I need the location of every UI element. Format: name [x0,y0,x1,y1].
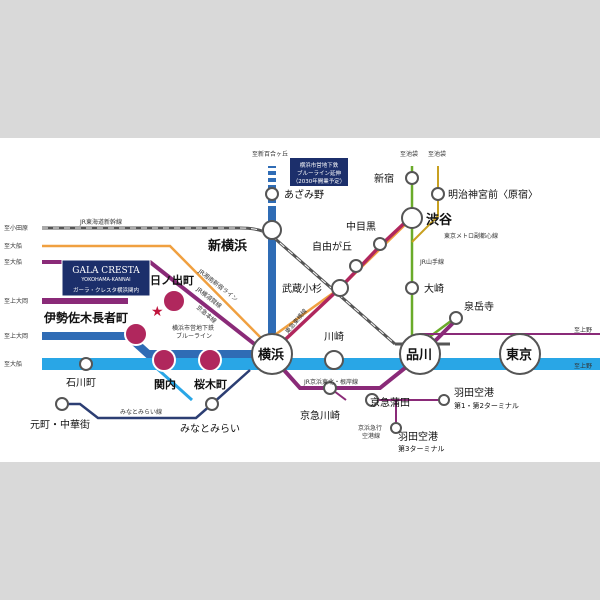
line-label-keikyu-airport1: 京浜急行 [358,424,382,432]
station-sakuragicho[interactable] [198,348,222,372]
route-map-svg: あざみ野 新横浜 横浜 川崎 品川 東京 日ノ出町 伊勢佐木長者町 関内 桜木町… [4,150,600,453]
notice-box: 横浜市営地下鉄 ブルーライン延伸 （2030年開業予定） [290,158,348,186]
label-tokyo: 東京 [506,347,532,363]
station-tokyo[interactable] [499,333,541,375]
edge-ofuna1: 至大船 [4,242,22,250]
station-ishikawacho[interactable] [79,357,93,371]
label-nakameguro: 中目黒 [346,220,376,233]
notice-line1: 横浜市営地下鉄 [300,161,339,169]
station-nakameguro[interactable] [373,237,387,251]
line-label-yamanote: JR山手線 [419,258,444,266]
shonan-line [42,244,266,343]
station-kawasaki[interactable] [324,350,344,370]
brand-star-icon: ★ [151,304,164,320]
label-shinyokohama: 新横浜 [208,238,247,254]
label-meiji: 明治神宮前〈原宿〉 [448,188,538,201]
label-shinjuku: 新宿 [374,172,394,185]
label-motomachi: 元町・中華街 [30,418,90,431]
label-minatomirai: みなとみらい [180,423,240,435]
label-ishikawacho: 石川町 [66,378,96,389]
edge-odawara: 至小田原 [4,224,28,232]
edge-ikebukuro1: 至池袋 [400,150,418,158]
label-yokohama: 横浜 [258,347,284,363]
edge-ofuna3: 至大船 [4,360,22,368]
station-keikyukawasaki[interactable] [323,381,337,395]
line-label-shonan: JR湘南新宿ライン [196,267,240,303]
label-jiyugaoka: 自由が丘 [312,240,352,253]
line-label-fukutoshin: 東京メトロ副都心線 [444,232,498,240]
station-musashikosugi[interactable] [331,279,349,297]
brand-jp: ガーラ・クレスタ横浜関内 [73,286,139,294]
station-haneda3[interactable] [390,422,402,434]
edge-shinyurigaoka: 至新百合ヶ丘 [252,150,288,158]
label-osaki: 大崎 [424,282,444,295]
label-azamino: あざみ野 [284,188,324,201]
station-shinyokohama[interactable] [262,220,282,240]
minatomirai-line [60,369,251,420]
line-label-keikyu-airport2: 空港線 [362,432,380,440]
label-keikyukawasaki: 京急川崎 [300,409,340,422]
station-shinagawa[interactable] [399,333,441,375]
label-isezakichojamachi: 伊勢佐木長者町 [43,310,128,325]
label-kannai: 関内 [154,377,176,391]
label-haneda3b: 第3ターミナル [398,444,444,453]
brand-name: GALA CRESTA [72,266,140,276]
label-shibuya: 渋谷 [426,212,453,228]
station-shibuya[interactable] [401,207,423,229]
label-hinodecho: 日ノ出町 [150,273,194,287]
label-kawasaki: 川崎 [324,330,344,343]
line-label-blueline2: ブルーライン [176,332,212,340]
edge-ofuna2: 至大船 [4,258,22,266]
station-motomachi[interactable] [55,397,69,411]
station-meiji[interactable] [431,187,445,201]
label-shinagawa: 品川 [406,348,432,363]
station-azamino[interactable] [265,187,279,201]
route-map: あざみ野 新横浜 横浜 川崎 品川 東京 日ノ出町 伊勢佐木長者町 関内 桜木町… [0,138,600,462]
edge-ikebukuro2: 至池袋 [428,150,446,158]
label-haneda12b: 第1・第2ターミナル [454,401,519,410]
notice-line2: ブルーライン延伸 [297,169,342,177]
station-kannai[interactable] [152,348,176,372]
station-jiyugaoka[interactable] [349,259,363,273]
station-osaki[interactable] [405,281,419,295]
label-sengakuji: 泉岳寺 [464,300,494,313]
label-musashikosugi: 武蔵小杉 [282,282,322,295]
line-label-minatomirai: みなとみらい線 [120,408,162,416]
brand-box: GALA CRESTA YOKOHAMA-KANNAI ガーラ・クレスタ横浜関内 [61,259,151,297]
label-keikyukamata: 京急蒲田 [370,396,410,409]
label-haneda3a: 羽田空港 [398,430,438,443]
edge-ueno2: 至上野 [574,362,592,370]
edge-kamiooka1: 至上大岡 [4,297,28,305]
station-yokohama[interactable] [251,333,293,375]
edge-ueno1: 至上野 [574,326,592,334]
line-label-negishi: JR京浜東北・根岸線 [303,378,358,386]
station-hinodecho[interactable] [162,289,186,313]
brand-sub: YOKOHAMA-KANNAI [80,277,130,283]
station-shinjuku[interactable] [405,171,419,185]
station-sengakuji[interactable] [449,311,463,325]
label-sakuragicho: 桜木町 [194,377,227,391]
edge-kamiooka2: 至上大岡 [4,332,28,340]
line-label-blueline1: 横浜市営地下鉄 [172,324,214,332]
line-label-shinkansen: JR東海道新幹線 [79,218,122,226]
station-minatomirai[interactable] [205,397,219,411]
label-haneda12a: 羽田空港 [454,386,494,399]
fukutoshin-line [411,166,439,243]
station-keikyukamata[interactable] [365,393,379,407]
station-haneda12[interactable] [438,394,450,406]
station-isezakichojamachi[interactable] [124,322,148,346]
notice-line3: （2030年開業予定） [293,177,346,185]
